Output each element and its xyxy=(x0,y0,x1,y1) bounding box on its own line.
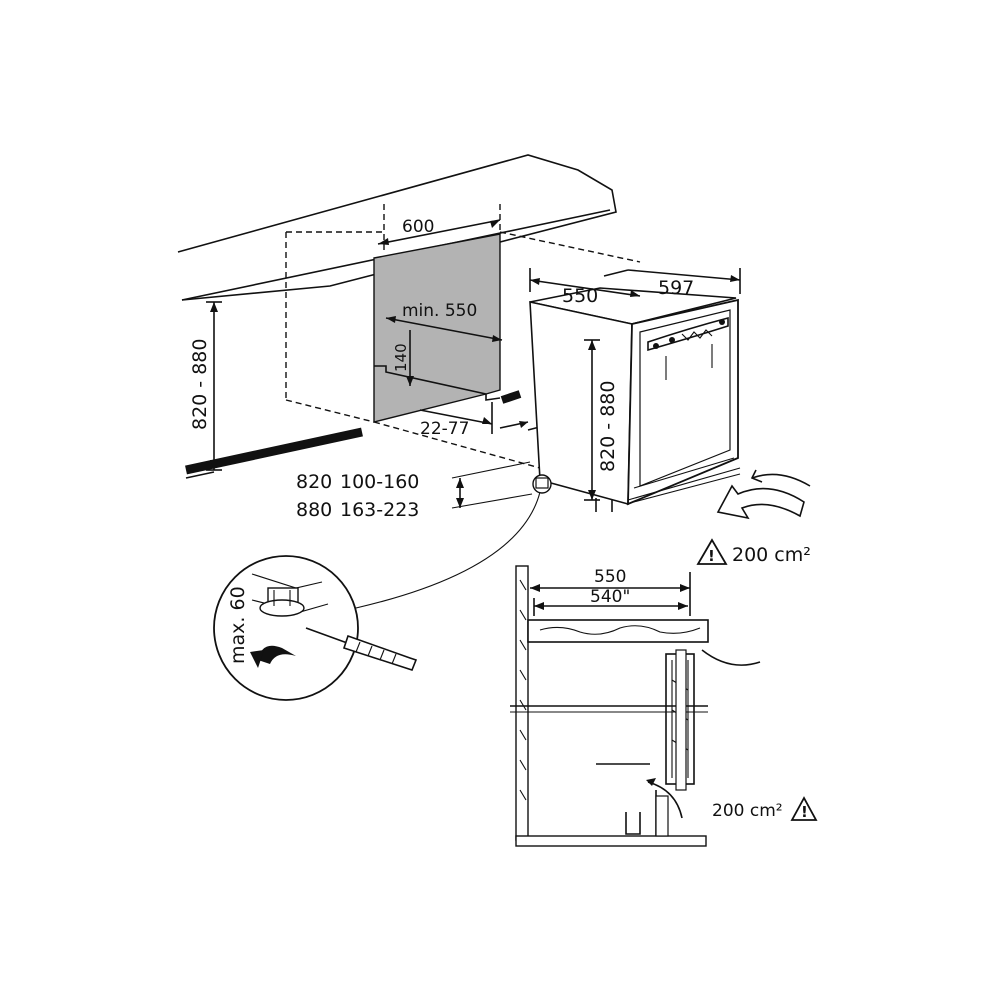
svg-text:!: ! xyxy=(708,547,715,565)
plinth-offset-label: 22-77 xyxy=(420,419,469,439)
cabinet-height-dimension: 820 - 880 xyxy=(189,301,222,471)
plinth-offset-dimension: 22-77 xyxy=(419,402,493,439)
cabinet-width-label: 600 xyxy=(402,217,434,237)
section-inner-depth-label: 540" xyxy=(590,587,630,607)
warning-triangle-icon: ! xyxy=(790,796,818,821)
plinth-height-dimension: 140 xyxy=(392,330,414,386)
adjustment-row-1-range: 100-160 xyxy=(340,471,419,493)
appliance-height-dimension: 820 - 880 xyxy=(584,339,619,501)
warning-triangle-icon: ! xyxy=(696,538,728,565)
appliance-width-label: 597 xyxy=(658,277,694,299)
adjustment-row-2-height: 880 xyxy=(296,499,332,521)
cross-section: 550 540" 200 cm² ! xyxy=(510,565,818,847)
section-depth-label: 550 xyxy=(594,567,626,587)
cabinet-depth-dimension: min. 550 xyxy=(385,301,503,342)
plinth-height-label: 140 xyxy=(392,343,410,372)
appliance-height-label: 820 - 880 xyxy=(597,381,619,472)
cabinet-width-dimension: 600 xyxy=(377,217,501,245)
section-vent-label: 200 cm² xyxy=(712,801,783,821)
floor-lines xyxy=(185,390,522,479)
appliance-body xyxy=(529,287,741,512)
cabinet-depth-label: min. 550 xyxy=(402,301,477,321)
ventilation-intake: ! 200 cm² xyxy=(696,469,811,566)
adjustment-row-1-height: 820 xyxy=(296,471,332,493)
appliance-depth-dimension: 550 xyxy=(529,268,641,307)
appliance-width-dimension: 597 xyxy=(603,268,741,299)
svg-text:!: ! xyxy=(801,803,808,821)
foot-detail-label: max. 60 xyxy=(227,586,249,664)
ventilation-intake-label: 200 cm² xyxy=(732,544,811,566)
cabinet-height-label: 820 - 880 xyxy=(189,339,211,430)
foot-detail: max. 60 xyxy=(213,555,418,701)
adjustment-table: 820 100-160 880 163-223 xyxy=(296,471,419,521)
appliance-depth-label: 550 xyxy=(562,285,598,307)
foot-adjustment-dimension xyxy=(451,461,552,509)
adjustment-row-2-range: 163-223 xyxy=(340,499,419,521)
detail-connector xyxy=(355,491,541,609)
